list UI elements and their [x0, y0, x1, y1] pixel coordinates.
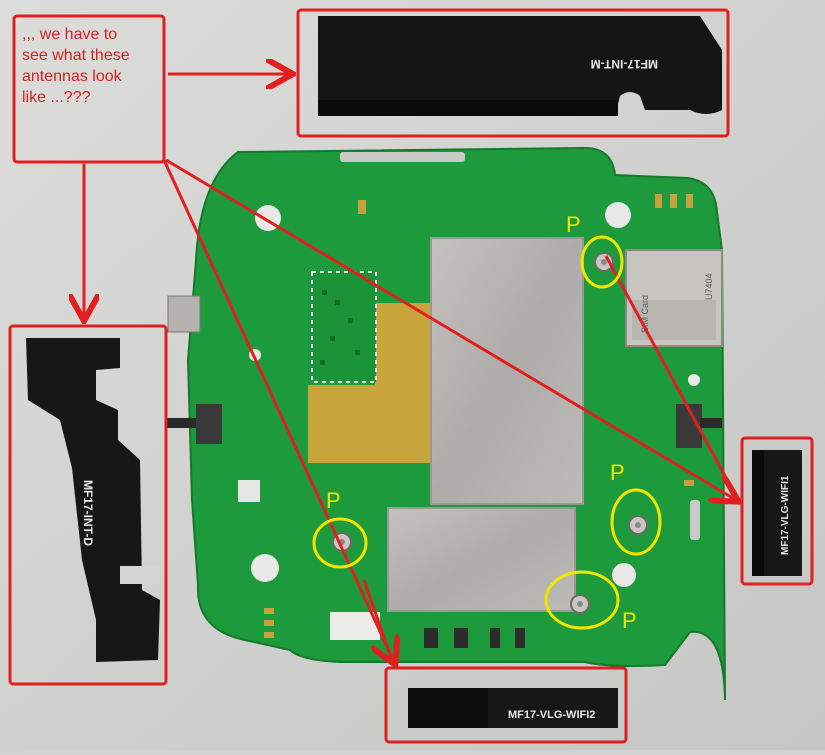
annotation-line: ,,, we have to — [22, 26, 118, 43]
antenna-bottom-label: MF17-VLG-WIFI2 — [508, 709, 595, 721]
rf-shield-large — [430, 237, 584, 505]
usb-port — [167, 295, 201, 333]
highlight-box-bottom — [384, 666, 628, 744]
note-box — [12, 14, 166, 164]
antenna-left-label: MF17-INT-D — [81, 480, 95, 546]
arrow-right-extension — [604, 255, 740, 501]
mount-hole — [612, 563, 636, 587]
rf-shield-small — [387, 507, 576, 612]
highlight-box-top — [296, 8, 730, 138]
marker-p-right: P — [610, 460, 625, 485]
ufl-connector — [628, 515, 648, 535]
sim-card-slot: SIM Card U7404 — [625, 249, 723, 347]
annotation-line: like ...??? — [22, 89, 91, 106]
gold-pad — [308, 303, 432, 463]
antenna-top: MF17-INT-M — [318, 16, 722, 116]
sim-label: SIM Card — [640, 295, 650, 333]
mount-hole — [605, 202, 631, 228]
marker-ring-left — [312, 517, 368, 569]
ufl-connector — [570, 594, 590, 614]
highlight-box-left — [8, 324, 168, 686]
marker-p-top: P — [566, 212, 581, 237]
side-switch-left — [196, 404, 222, 444]
annotation-line: antennas look — [22, 68, 122, 85]
marker-p-left: P — [326, 488, 341, 513]
marker-ring-top — [580, 235, 624, 289]
arrow-to-bottom — [162, 159, 394, 662]
chip-code: U7404 — [704, 273, 714, 300]
arrow-bottom-extension — [362, 579, 394, 661]
rf-area — [311, 271, 377, 383]
antenna-bottom: MF17-VLG-WIFI2 — [408, 688, 618, 728]
antenna-top-label: MF17-INT-M — [591, 57, 658, 71]
marker-ring-bottom — [544, 570, 620, 630]
annotation-line: see what these — [22, 47, 130, 64]
mount-hole — [251, 554, 279, 582]
antenna-right: MF17-VLG-WIFI1 — [752, 450, 802, 576]
marker-ring-right — [610, 488, 662, 556]
highlight-box-right — [740, 436, 814, 586]
antenna-left: MF17-INT-D — [26, 338, 160, 662]
arrow-to-right — [165, 158, 736, 500]
marker-p-bottom: P — [622, 608, 637, 633]
antenna-right-label: MF17-VLG-WIFI1 — [780, 475, 791, 555]
pcb-board: SIM Card U7404 — [166, 146, 726, 701]
annotation-note: ,,, we have to see what these antennas l… — [22, 24, 160, 108]
